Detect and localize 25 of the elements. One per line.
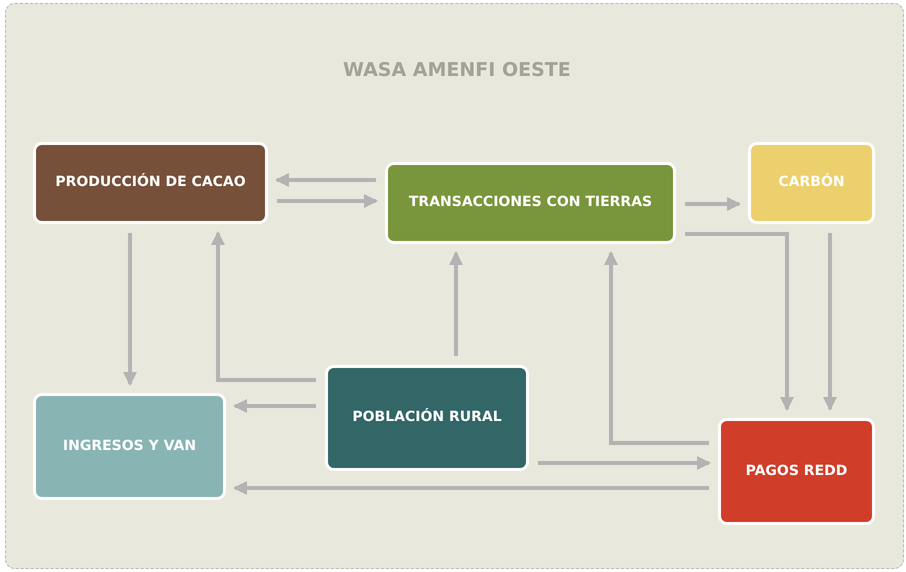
arrow (604, 251, 709, 445)
arrow (233, 481, 709, 495)
process-box (385, 162, 676, 244)
arrow (233, 399, 316, 413)
box-label: TRANSACCIONES CON TIERRAS (408, 194, 652, 212)
process-box (325, 365, 529, 471)
arrow (823, 233, 837, 411)
diagram-title: WASA AMENFI OESTE (343, 58, 571, 83)
arrow (538, 456, 711, 470)
process-box (718, 418, 875, 525)
arrow (449, 251, 463, 356)
process-box (33, 393, 226, 500)
arrow (685, 232, 794, 411)
box-label: PRODUCCIÓN DE CACAO (55, 174, 246, 192)
arrow (277, 194, 378, 208)
box-label: CARBÓN (778, 174, 845, 192)
process-box (33, 142, 268, 224)
box-label: INGRESOS Y VAN (62, 438, 196, 456)
arrow (123, 233, 137, 386)
arrow (211, 231, 316, 382)
process-box (748, 142, 875, 224)
arrow (275, 173, 376, 187)
arrow (685, 197, 741, 211)
box-label: POBLACIÓN RURAL (352, 409, 502, 427)
box-label: PAGOS REDD (746, 462, 848, 480)
